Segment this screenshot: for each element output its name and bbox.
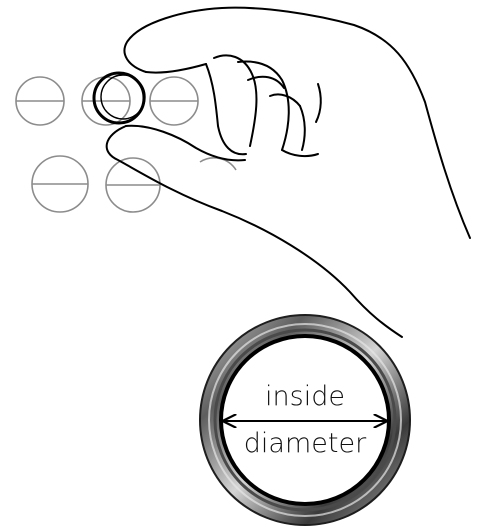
ring-inside-diameter: inside diameter xyxy=(200,315,410,525)
diameter-label: diameter xyxy=(244,428,367,459)
size-circle xyxy=(150,77,198,125)
size-circle xyxy=(106,158,160,212)
size-circle xyxy=(16,77,64,125)
inside-label: inside xyxy=(265,381,345,412)
size-template-circles xyxy=(16,77,236,212)
size-circle xyxy=(32,156,88,212)
hand-illustration xyxy=(107,8,470,337)
